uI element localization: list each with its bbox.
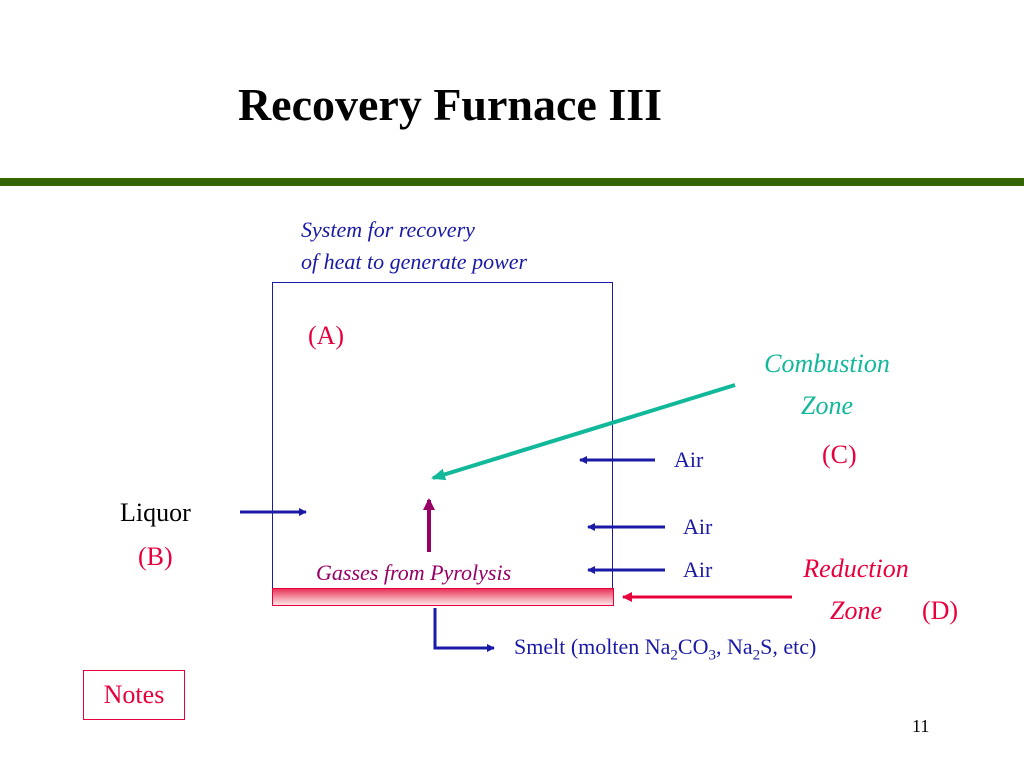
system-label: System for recovery of heat to generate … — [301, 214, 527, 278]
reduction-zone-line2: Zone — [830, 596, 882, 625]
title-divider — [0, 178, 1024, 186]
combustion-zone-line1: Combustion — [764, 349, 890, 378]
label-d: (D) — [922, 596, 959, 625]
reduction-zone-line1: Reduction — [803, 554, 909, 583]
smelt-arrow — [433, 608, 495, 652]
page-number: 11 — [912, 716, 930, 736]
air-label-top: Air — [674, 447, 704, 472]
air-label-middle: Air — [683, 514, 713, 539]
label-b: (B) — [138, 542, 173, 571]
smelt-label: Smelt (molten Na2CO3, Na2S, etc) — [514, 634, 817, 664]
notes-button[interactable]: Notes — [83, 670, 185, 720]
label-c: (C) — [822, 440, 857, 469]
combustion-zone-label: Combustion Zone — [744, 343, 910, 427]
air-label-bottom: Air — [683, 557, 713, 582]
reduction-zone-label: Reduction Zone — [786, 548, 926, 632]
combustion-arrow — [431, 383, 736, 481]
page-title: Recovery Furnace III — [237, 79, 663, 130]
pyrolysis-gas-label: Gasses from Pyrolysis — [316, 560, 512, 585]
label-a: (A) — [308, 321, 345, 350]
system-label-line1: System for recovery — [301, 217, 475, 242]
smelt-bed — [272, 588, 614, 606]
system-label-line2: of heat to generate power — [301, 249, 528, 274]
combustion-zone-line2: Zone — [801, 391, 853, 420]
liquor-label: Liquor — [120, 498, 191, 527]
